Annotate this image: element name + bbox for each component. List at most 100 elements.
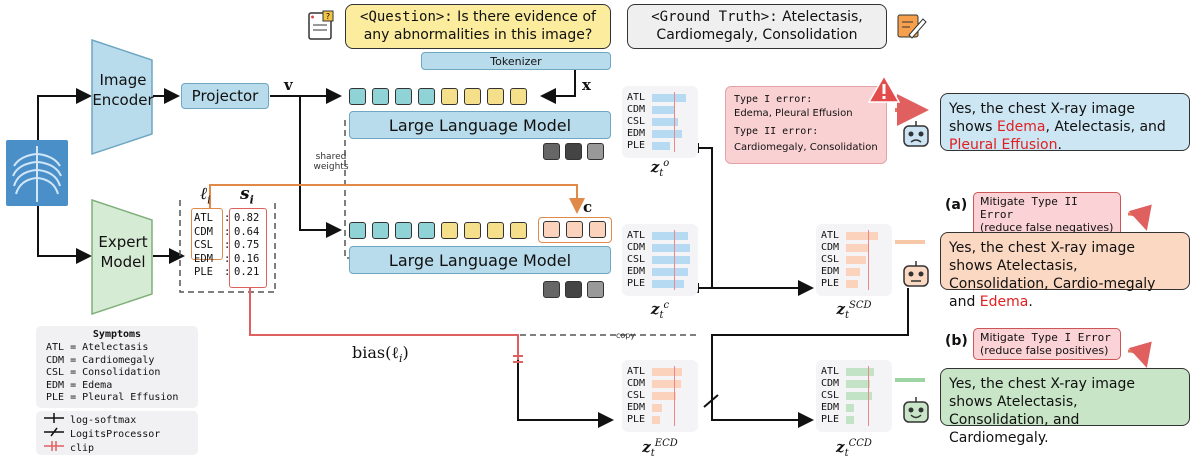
legend-logitsprocessor: LogitsProcessor [44, 427, 198, 441]
panel-bars [652, 92, 694, 152]
image-token [418, 222, 435, 239]
expert-model-label: Expert Model [98, 233, 148, 271]
answer-text: Yes, the chest X-ray image shows Atelect… [949, 376, 1135, 446]
logit-bar [652, 118, 678, 126]
robot-happy-icon [898, 394, 934, 428]
chest-xray-image [6, 140, 68, 206]
answer-original: Yes, the chest X-ray image shows Edema, … [940, 93, 1190, 153]
label-z-ccd: ztCCD [836, 438, 872, 459]
expert-score: 0.75 [234, 239, 260, 251]
output-token [587, 281, 604, 298]
question-tag: <Question>: [360, 9, 453, 25]
logit-bar [652, 380, 681, 388]
symptoms-title: Symptoms [92, 329, 142, 340]
answer-b: Yes, the chest X-ray image shows Atelect… [940, 368, 1190, 446]
type1-text: Edema, Pleural Effusion [734, 108, 853, 119]
answer-a: Yes, the chest X-ray image shows Atelect… [940, 232, 1190, 310]
text-token [487, 222, 504, 239]
text-token [487, 88, 504, 105]
logit-bar [846, 268, 860, 276]
symbol-v: v [284, 76, 293, 94]
answer-text: . [1057, 137, 1062, 153]
token-row-top [349, 88, 539, 106]
axis-line [868, 230, 869, 290]
symbol-l-i: ℓi [200, 184, 211, 206]
l-subscript: i [207, 193, 211, 207]
logit-bar [846, 280, 858, 288]
logit-bar [652, 268, 688, 276]
answer-wrong: Edema [979, 294, 1029, 310]
bias-close: ) [402, 343, 409, 362]
axis-line [674, 92, 675, 152]
logit-bar [652, 232, 688, 240]
symbol-s-i: si [240, 184, 254, 206]
label-z-scd: ztSCD [836, 300, 872, 321]
output-token [587, 143, 604, 160]
symptom-item: CDM = Cardiomegaly [46, 354, 155, 366]
tokenizer-box: Tokenizer [421, 52, 611, 70]
mitigate-a-box: Mitigate Type II Error(reduce false nega… [973, 192, 1121, 237]
shared-weights-label: shared weights [313, 152, 349, 172]
image-token [418, 88, 435, 105]
expert-model-shape [91, 198, 153, 316]
logit-bar [846, 244, 868, 252]
mitigate-word: Mitigate [980, 331, 1025, 344]
type2-label: Type II error: [734, 126, 819, 137]
expert-score: 0.64 [234, 225, 260, 238]
expert-colon-column: ::::: [224, 212, 231, 278]
logit-bar [652, 368, 682, 376]
image-token [372, 88, 389, 105]
symbol-c: c [583, 198, 593, 216]
text-token [464, 88, 481, 105]
symptom-item: ATL = Atelectasis [46, 342, 149, 353]
question-bubble: <Question>: Is there evidence of any abn… [345, 4, 611, 49]
symptom-item: CSL = Consolidation [46, 367, 161, 378]
mitigate-sub: (reduce false positives) [980, 344, 1109, 357]
bias-label: bias(ℓi) [352, 343, 409, 365]
image-token [349, 88, 366, 105]
logit-bar [652, 256, 690, 264]
bias-subscript: i [399, 352, 403, 366]
label-z-ecd: ztECD [642, 438, 678, 459]
mitigate-type: Type II Error [980, 195, 1078, 221]
answer-wrong: Edema [996, 119, 1046, 135]
answer-text: . [1028, 294, 1033, 310]
mitigate-type: Type I Error [1024, 331, 1111, 344]
mitigate-b-box: Mitigate Type I Error(reduce false posit… [973, 328, 1121, 360]
logit-bar [652, 94, 686, 102]
logit-bar [652, 416, 660, 424]
expert-score: 0.16 [234, 252, 260, 265]
expert-labels-column: ATL CDM CSL EDM PLE [194, 212, 213, 280]
text-token [441, 222, 458, 239]
svg-text:?: ? [326, 12, 330, 21]
logit-bar [652, 142, 670, 150]
type1-label: Type I error: [734, 94, 813, 105]
text-token [510, 88, 527, 105]
logit-bar [846, 416, 854, 424]
logit-bar [652, 404, 662, 412]
legend-log-softmax: log-softmax [44, 413, 198, 427]
symptom-item: EDM = Edema [46, 379, 113, 391]
label-highlight-box [191, 208, 223, 260]
ground-truth-text: Atelectasis, Cardiomegaly, Consolidation [656, 9, 863, 43]
image-token [349, 222, 366, 239]
output-token [543, 143, 560, 160]
image-token [395, 88, 412, 105]
logit-bar [652, 244, 690, 252]
projector-box: Projector [181, 83, 269, 109]
answer-wrong: Pleural Effusion [949, 137, 1058, 153]
legend-clip: clip [44, 441, 198, 455]
panel-bars [652, 366, 694, 426]
label-z-o: zto [650, 158, 670, 179]
operator-legend: log-softmax LogitsProcessor clip [36, 411, 198, 455]
clipboard-question-icon: ? [305, 9, 337, 41]
context-token [589, 221, 606, 238]
axis-line [674, 230, 675, 290]
mitigate-b-tag: (b) [945, 333, 968, 349]
